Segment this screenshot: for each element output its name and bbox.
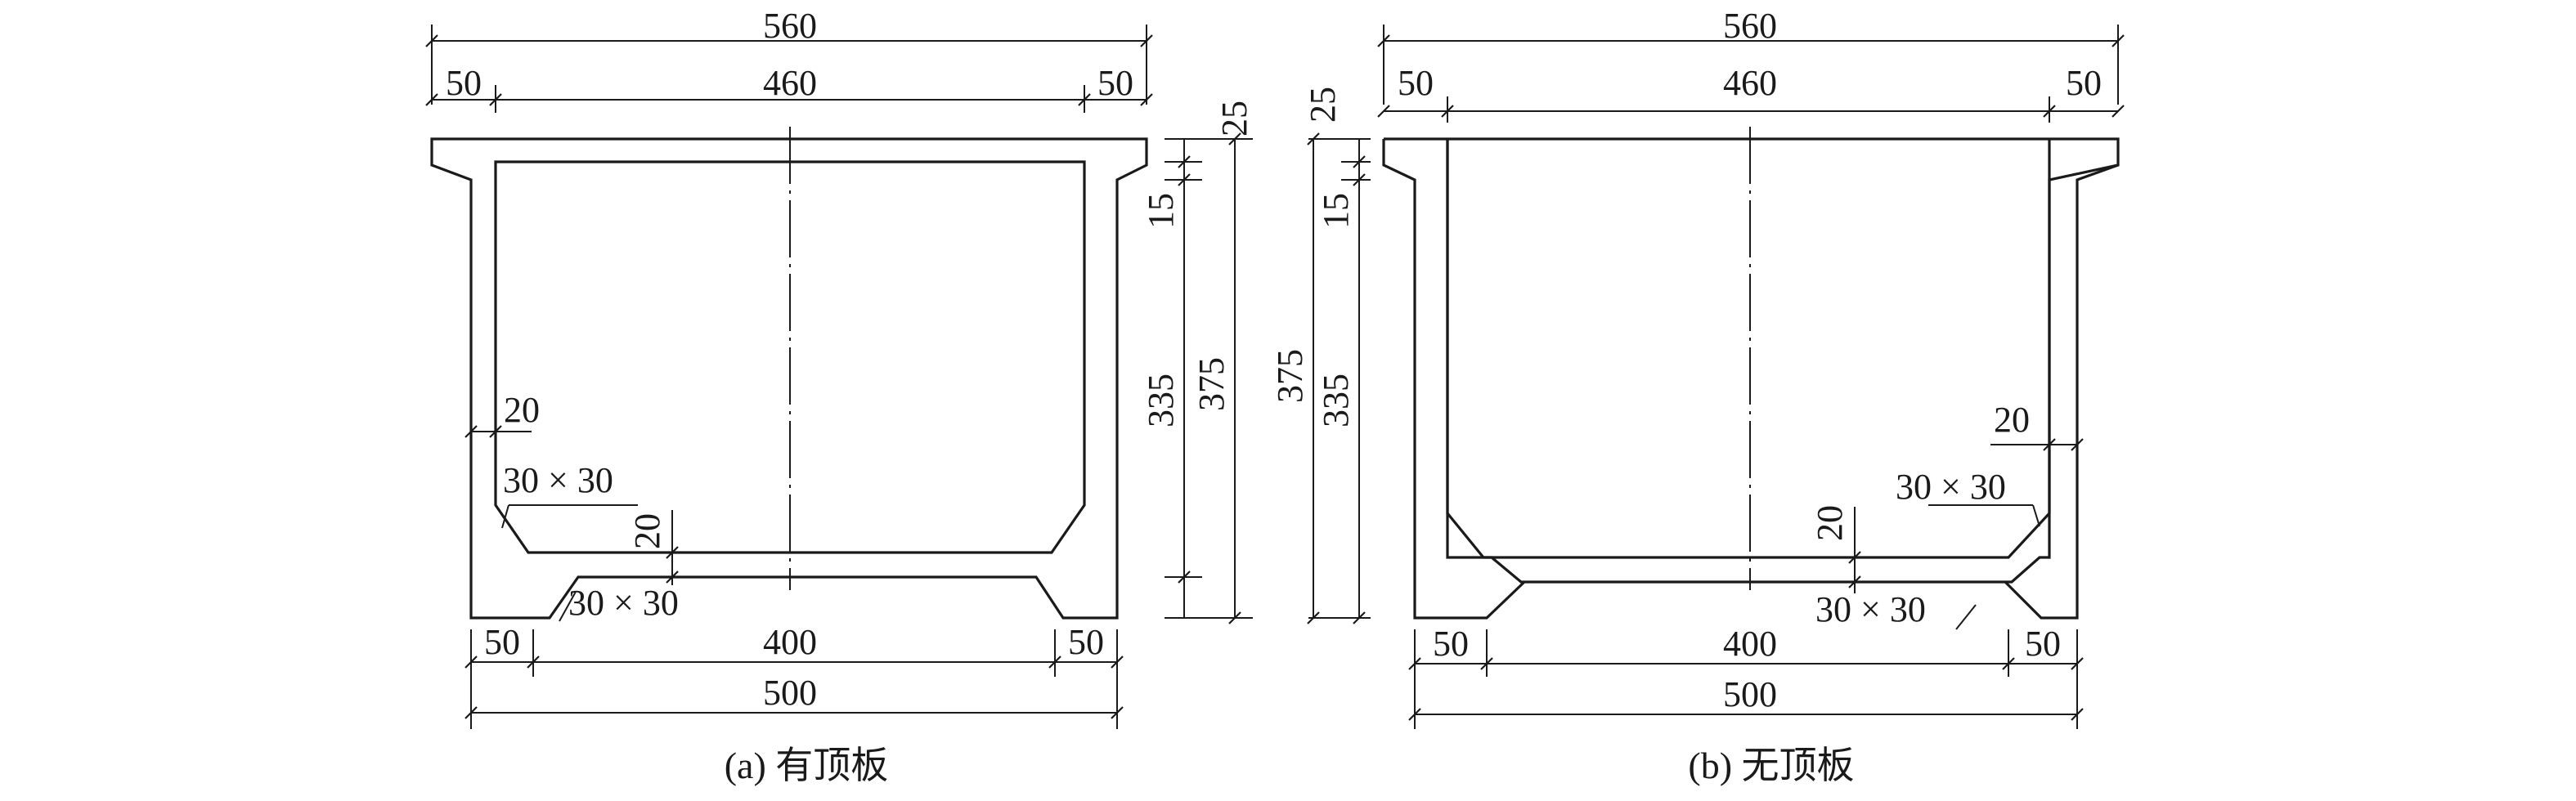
tick bbox=[2071, 438, 2084, 451]
dim-a-base-right: 50 bbox=[1068, 622, 1104, 662]
tick bbox=[489, 425, 502, 438]
tick bbox=[1353, 611, 1366, 624]
dim-b-inner-top: 460 bbox=[1723, 63, 1777, 103]
tick bbox=[1353, 173, 1366, 186]
dim-a-haunch-inner: 30 × 30 bbox=[503, 460, 613, 500]
tick bbox=[1480, 657, 1493, 670]
dim-b-top-thickness: 25 bbox=[1303, 87, 1343, 123]
tick bbox=[527, 656, 540, 669]
section-b: 560 50 460 50 25 15 375 335 20 bbox=[1270, 6, 2125, 786]
dim-b-flange-left: 50 bbox=[1398, 63, 1434, 103]
tick bbox=[2002, 657, 2015, 670]
dim-a-bottom-thickness: 20 bbox=[627, 513, 667, 549]
tick bbox=[2043, 438, 2056, 451]
dim-b-haunch-bottom: 30 × 30 bbox=[1815, 589, 1926, 629]
tick bbox=[1228, 611, 1241, 624]
tick bbox=[1140, 93, 1153, 106]
dim-b-flange-right: 50 bbox=[2066, 63, 2102, 103]
dim-a-base-mid: 400 bbox=[763, 622, 817, 662]
dim-b-base-right: 50 bbox=[2025, 624, 2061, 664]
tick bbox=[1178, 173, 1191, 186]
dim-a-flange-right: 50 bbox=[1097, 63, 1133, 103]
caption-b: (b) 无顶板 bbox=[1688, 745, 1854, 786]
dim-a-base-width: 500 bbox=[763, 673, 817, 713]
tick bbox=[1228, 132, 1241, 145]
dim-a-inner-height: 335 bbox=[1141, 374, 1181, 427]
tick bbox=[1377, 34, 1390, 47]
tick bbox=[2112, 105, 2125, 118]
tick bbox=[1048, 656, 1061, 669]
dim-b-base-mid: 400 bbox=[1723, 624, 1777, 664]
tick bbox=[1353, 155, 1366, 168]
tick bbox=[1307, 611, 1320, 624]
leader bbox=[2032, 504, 2040, 527]
tick bbox=[1178, 155, 1191, 168]
section-a-cavity bbox=[494, 160, 1086, 554]
tick bbox=[1111, 656, 1124, 669]
tick bbox=[2112, 34, 2125, 47]
dim-a-overall-width: 560 bbox=[763, 6, 817, 46]
dim-a-haunch-bottom: 30 × 30 bbox=[568, 583, 679, 623]
dim-a-flange-left: 50 bbox=[446, 63, 482, 103]
tick bbox=[1178, 571, 1191, 584]
leader bbox=[501, 504, 509, 529]
tick bbox=[464, 656, 478, 669]
dim-a-total-height: 375 bbox=[1192, 357, 1232, 411]
tick bbox=[1848, 575, 1861, 588]
tick bbox=[1377, 105, 1390, 118]
dim-b-overall-width: 560 bbox=[1723, 6, 1777, 46]
tick bbox=[1078, 93, 1091, 106]
section-b-cavity bbox=[1446, 139, 2051, 559]
tick bbox=[1848, 551, 1861, 564]
dim-a-top-thickness: 25 bbox=[1214, 101, 1254, 136]
tick bbox=[1307, 132, 1320, 145]
tick bbox=[666, 571, 679, 584]
tick bbox=[489, 93, 502, 106]
dim-a-inner-top: 460 bbox=[763, 63, 817, 103]
dim-b-inner-height: 335 bbox=[1316, 374, 1356, 427]
tick bbox=[464, 425, 478, 438]
dim-b-step: 15 bbox=[1316, 193, 1356, 229]
tick bbox=[666, 546, 679, 559]
tick bbox=[1408, 657, 1421, 670]
dim-b-base-left: 50 bbox=[1433, 624, 1469, 664]
tick bbox=[425, 34, 438, 47]
dim-a-base-left: 50 bbox=[484, 622, 520, 662]
tick bbox=[1111, 706, 1124, 719]
dim-b-base-width: 500 bbox=[1723, 674, 1777, 714]
tick bbox=[2071, 708, 2084, 721]
tick bbox=[1408, 708, 1421, 721]
section-b-outer bbox=[1382, 139, 2119, 620]
section-b-outline bbox=[1384, 137, 2120, 584]
dim-b-haunch-inner: 30 × 30 bbox=[1896, 467, 2006, 507]
tick bbox=[2043, 105, 2056, 118]
dim-b-total-height: 375 bbox=[1270, 349, 1310, 403]
tick bbox=[2071, 657, 2084, 670]
caption-a: (a) 有顶板 bbox=[725, 745, 889, 786]
dim-a-step: 15 bbox=[1141, 193, 1181, 229]
leader-a-haunch-bottom bbox=[559, 591, 577, 622]
tick bbox=[1140, 34, 1153, 47]
section-a: 560 50 460 50 25 15 335 375 20 bbox=[425, 6, 1254, 786]
section-a-outline bbox=[430, 137, 1148, 620]
leader-b-haunch-bottom bbox=[1955, 604, 1977, 630]
dim-a-wall-thickness: 20 bbox=[504, 390, 540, 430]
tick bbox=[425, 93, 438, 106]
dim-b-wall-thickness: 20 bbox=[1994, 400, 2030, 440]
dim-b-bottom-thickness: 20 bbox=[1810, 505, 1850, 541]
tick bbox=[464, 706, 478, 719]
tick bbox=[1441, 105, 1454, 118]
